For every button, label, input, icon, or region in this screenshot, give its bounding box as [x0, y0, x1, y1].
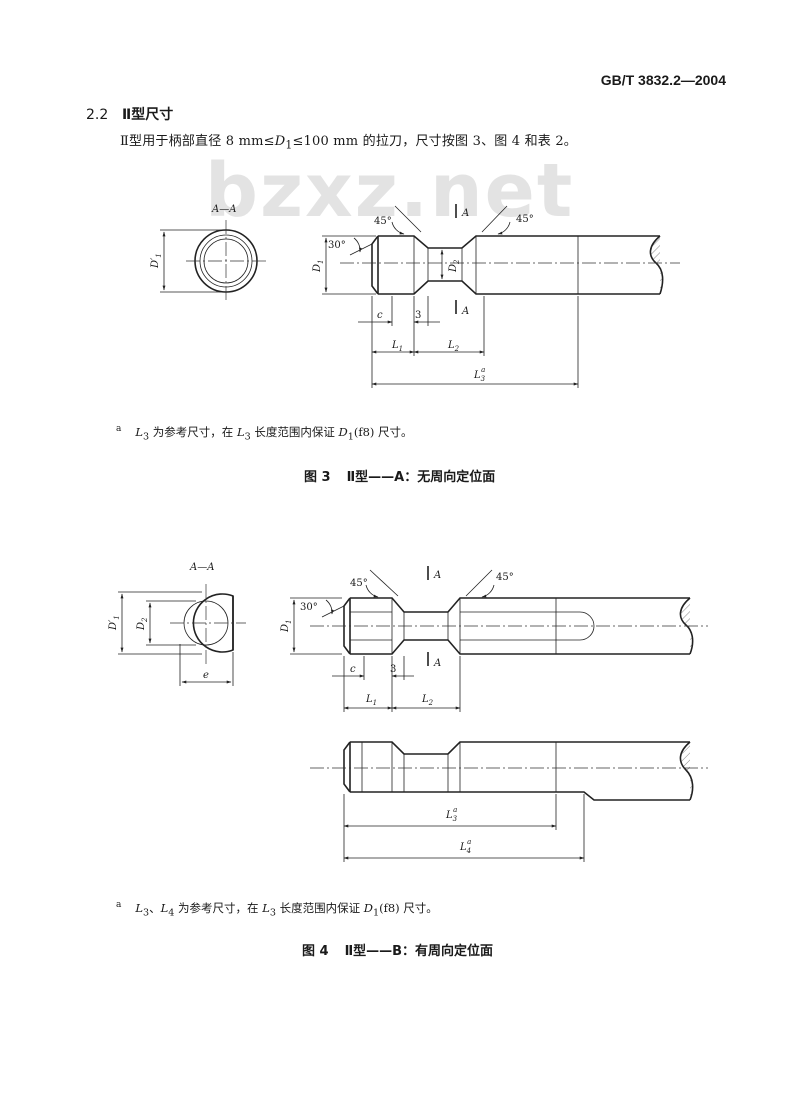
figure-3: A—A D′1 — [150, 204, 680, 388]
fig3-note-var2: L — [236, 425, 245, 439]
fig3-cut-top: A — [461, 208, 469, 219]
fig4-angle-chamfer: 30° — [300, 602, 318, 613]
fig3-l3-label: L3a — [473, 366, 486, 383]
section-intro: Ⅱ型用于柄部直径 8 mm≤D1≤100 mm 的拉刀，尺寸按图 3、图 4 和… — [120, 130, 577, 152]
fig4-d1prime-label: D′1 — [108, 615, 121, 631]
fig3-three-label: 3 — [415, 310, 421, 321]
watermark: bzxz.net — [205, 148, 575, 234]
fig4-d2-label: D2 — [136, 617, 149, 631]
fig3-angle-left: 45° — [374, 216, 392, 227]
fig3-note-text-3: (f8) 尺寸。 — [353, 425, 413, 439]
fig3-angle-chamfer: 30° — [328, 240, 346, 251]
intro-sub: 1 — [285, 138, 293, 152]
fig4-caption: 图 4 Ⅱ型——B：有周向定位面 — [302, 940, 493, 959]
fig4-note-var-b: L — [160, 901, 169, 915]
fig4-note-var3: D — [363, 901, 373, 915]
fig4-note-sub: 3 — [143, 907, 150, 919]
fig4-note-sub-b: 4 — [168, 907, 175, 919]
fig4-l1-label: L1 — [365, 694, 377, 707]
fig4-l2-label: L2 — [421, 694, 434, 707]
fig3-cut-bottom: A — [461, 306, 469, 317]
fig3-d2-label: D2 — [448, 259, 461, 273]
fig3-note-sub: 3 — [143, 431, 150, 443]
section-heading: 2.2 Ⅱ型尺寸 — [86, 104, 173, 124]
fig4-l3-label: L3a — [445, 806, 458, 823]
fig3-note-var3: D — [338, 425, 348, 439]
fig3-note-sub3: 1 — [347, 431, 354, 443]
fig4-section-label: A—A — [189, 562, 214, 573]
section-number: 2.2 — [86, 107, 109, 123]
fig3-d1prime-label: D′1 — [150, 253, 163, 269]
fig3-d1-label: D1 — [312, 260, 325, 274]
fig4-caption-text: Ⅱ型——B：有周向定位面 — [344, 944, 494, 959]
fig3-caption-number: 图 3 — [304, 470, 331, 485]
fig4-shank-top-view: D1 45° 45° 30° A A c 3 — [280, 566, 708, 712]
fig3-note-text-2: 长度范围内保证 — [250, 425, 339, 439]
fig4-note-text-3: 长度范围内保证 — [275, 901, 364, 915]
fig4-angle-right: 45° — [496, 572, 514, 583]
fig4-section-view: A—A D′1 D2 e — [108, 562, 246, 686]
intro-prefix: Ⅱ型用于柄部直径 8 mm≤ — [120, 134, 275, 149]
fig4-note-var2: L — [262, 901, 270, 915]
fig3-l1-label: L1 — [391, 340, 403, 353]
fig3-angle-right: 45° — [516, 214, 534, 225]
intro-suffix: ≤100 mm 的拉刀，尺寸按图 3、图 4 和表 2。 — [292, 134, 578, 149]
fig4-note-sub2: 3 — [269, 907, 276, 919]
intro-var: D — [274, 134, 286, 149]
fig4-cut-top: A — [433, 570, 441, 581]
fig3-section-view: A—A D′1 — [150, 204, 266, 302]
standard-number: GB/T 3832.2—2004 — [600, 72, 726, 88]
fig3-section-label: A—A — [211, 204, 236, 215]
fig4-note-var: L — [135, 901, 144, 915]
fig3-note-var: L — [135, 425, 144, 439]
fig4-shank-side-view: L3a L4a — [310, 741, 708, 862]
fig4-note-text-2: 为参考尺寸，在 — [174, 901, 263, 915]
fig4-l4-label: L4a — [459, 838, 471, 855]
fig4-note-mark: a — [116, 900, 122, 911]
fig4-c-label: c — [350, 664, 356, 675]
figure-4: A—A D′1 D2 e — [108, 562, 708, 862]
fig3-l2-label: L2 — [447, 340, 460, 353]
fig4-e-label: e — [203, 670, 209, 681]
fig3-note-text-1: 为参考尺寸，在 — [149, 425, 237, 439]
fig4-caption-number: 图 4 — [302, 944, 329, 959]
fig4-three-label: 3 — [390, 664, 396, 675]
fig4-angle-left: 45° — [350, 578, 368, 589]
fig3-c-label: c — [377, 310, 383, 321]
fig4-cut-bottom: A — [433, 658, 441, 669]
fig4-note-text-4: (f8) 尺寸。 — [379, 901, 438, 915]
section-title: Ⅱ型尺寸 — [122, 107, 174, 123]
fig3-note-mark: a — [116, 424, 122, 435]
fig3-caption: 图 3 Ⅱ型——A：无周向定位面 — [304, 466, 495, 485]
fig3-shank-view: D1 D2 45° 45° 30° A A — [312, 204, 680, 388]
fig3-note-sub2: 3 — [244, 431, 251, 443]
fig3-caption-text: Ⅱ型——A：无周向定位面 — [346, 470, 496, 485]
fig4-note-sub3: 1 — [372, 907, 380, 919]
fig4-note-text-1: 、 — [149, 901, 161, 915]
fig4-d1-label: D1 — [280, 620, 293, 634]
